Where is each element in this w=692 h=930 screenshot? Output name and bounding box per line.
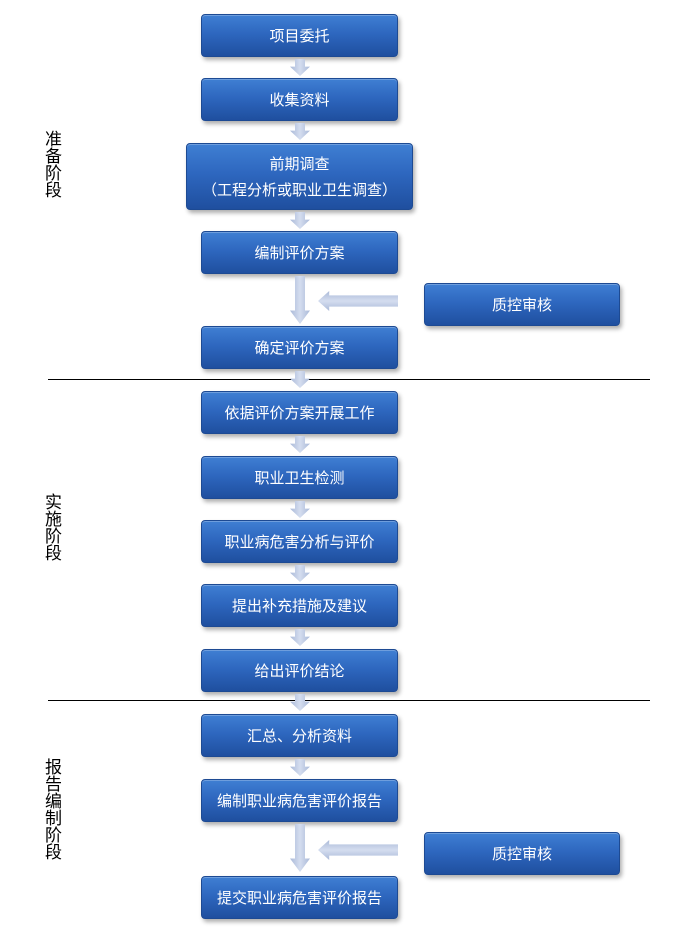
step-conclusion[interactable]: 给出评价结论 [201, 649, 398, 692]
quality-review-2[interactable]: 质控审核 [424, 832, 620, 875]
stage-label-report: 报告编制阶段 [41, 758, 61, 860]
down-arrow-icon [290, 436, 310, 453]
step-label: 编制职业病危害评价报告 [216, 791, 382, 810]
step-label-line1: 前期调查 [269, 154, 330, 173]
down-arrow-icon [290, 501, 310, 518]
down-arrow-icon [290, 694, 310, 711]
step-supplementary-measures[interactable]: 提出补充措施及建议 [201, 584, 398, 627]
step-submit-report[interactable]: 提交职业病危害评价报告 [201, 876, 398, 919]
step-hazard-analysis[interactable]: 职业病危害分析与评价 [201, 520, 398, 563]
stage-divider-2 [48, 700, 650, 701]
down-arrow-icon [290, 629, 310, 646]
step-label: 收集资料 [269, 90, 330, 109]
left-arrow-icon [318, 840, 398, 860]
step-label: 确定评价方案 [254, 338, 345, 357]
review-label: 质控审核 [491, 295, 552, 314]
step-preliminary-survey[interactable]: 前期调查 （工程分析或职业卫生调查） [186, 143, 413, 210]
quality-review-1[interactable]: 质控审核 [424, 283, 620, 326]
step-label: 提出补充措施及建议 [231, 596, 367, 615]
down-arrow-icon [290, 824, 310, 872]
step-label: 汇总、分析资料 [246, 726, 352, 745]
step-confirm-plan[interactable]: 确定评价方案 [201, 326, 398, 369]
step-summarize-data[interactable]: 汇总、分析资料 [201, 714, 398, 757]
step-draft-plan[interactable]: 编制评价方案 [201, 231, 398, 274]
step-project-commission[interactable]: 项目委托 [201, 14, 398, 57]
review-label: 质控审核 [491, 844, 552, 863]
down-arrow-icon [290, 276, 310, 324]
step-hygiene-testing[interactable]: 职业卫生检测 [201, 456, 398, 499]
step-label: 依据评价方案开展工作 [224, 403, 375, 422]
stage-label-prep: 准备阶段 [41, 130, 61, 198]
down-arrow-icon [290, 371, 310, 388]
down-arrow-icon [290, 759, 310, 776]
down-arrow-icon [290, 123, 310, 140]
step-write-report[interactable]: 编制职业病危害评价报告 [201, 779, 398, 822]
step-label: 编制评价方案 [254, 243, 345, 262]
step-label: 项目委托 [269, 26, 330, 45]
step-label: 给出评价结论 [254, 661, 345, 680]
step-label: 职业卫生检测 [254, 468, 345, 487]
stage-label-impl: 实施阶段 [41, 493, 61, 561]
down-arrow-icon [290, 212, 310, 229]
down-arrow-icon [290, 59, 310, 76]
step-label-line2: （工程分析或职业卫生调查） [201, 180, 397, 199]
left-arrow-icon [318, 291, 398, 311]
step-collect-data[interactable]: 收集资料 [201, 78, 398, 121]
step-label: 提交职业病危害评价报告 [216, 888, 382, 907]
step-label: 职业病危害分析与评价 [224, 532, 375, 551]
stage-divider-1 [48, 379, 650, 380]
step-carry-out-work[interactable]: 依据评价方案开展工作 [201, 391, 398, 434]
down-arrow-icon [290, 565, 310, 582]
